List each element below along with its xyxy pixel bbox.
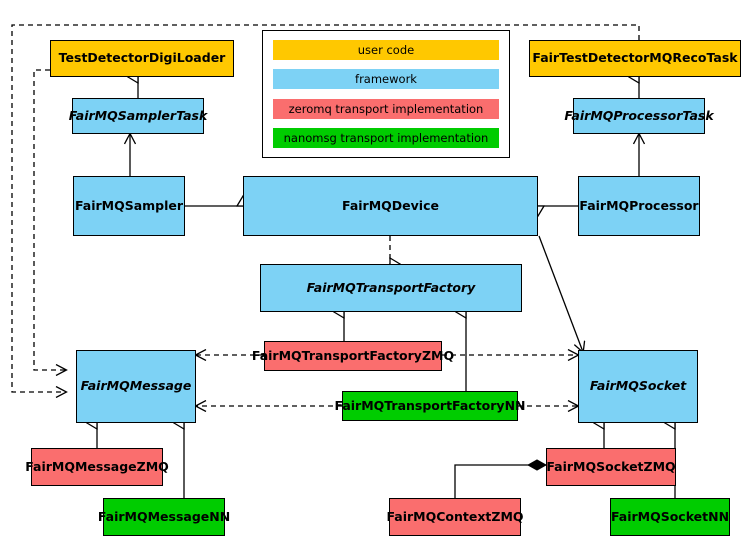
node-fairmq-message-zmq[interactable]: FairMQMessageZMQ xyxy=(25,448,169,486)
node-label: FairMQSampler xyxy=(74,197,184,213)
node-fairmq-message-nn[interactable]: FairMQMessageNN xyxy=(98,498,230,536)
edge-dependency-digiloader-message xyxy=(33,69,66,370)
node-test-detector-digi-loader[interactable]: TestDetectorDigiLoader xyxy=(50,40,234,77)
node-label: FairMQMessageZMQ xyxy=(25,458,169,474)
node-label: FairMQDevice xyxy=(342,197,439,213)
legend-item-usercode: user code xyxy=(273,40,499,60)
node-label: FairMQSamplerTask xyxy=(68,107,208,123)
edge-composition-socketzmq-contextzmq xyxy=(454,465,546,498)
node-label: TestDetectorDigiLoader xyxy=(58,50,226,66)
node-fairmq-transport-factory-zmq[interactable]: FairMQTransportFactoryZMQ xyxy=(252,341,454,371)
node-label: FairMQMessageNN xyxy=(97,508,231,524)
node-fairmq-processor-task[interactable]: FairMQProcessorTask xyxy=(564,98,714,134)
node-fairmq-sampler-task[interactable]: FairMQSamplerTask xyxy=(69,98,207,134)
node-fairmq-transport-factory[interactable]: FairMQTransportFactory xyxy=(260,264,522,312)
legend-panel: user code framework zeromq transport imp… xyxy=(262,30,510,158)
node-label: FairMQProcessorTask xyxy=(564,107,714,123)
edge-association-device-socket xyxy=(538,235,583,352)
node-fair-test-detector-mq-reco-task[interactable]: FairTestDetectorMQRecoTask xyxy=(529,40,741,77)
node-label: FairTestDetectorMQRecoTask xyxy=(532,50,738,66)
node-label: FairMQTransportFactoryNN xyxy=(334,397,526,413)
node-label: FairMQContextZMQ xyxy=(386,508,524,524)
node-label: FairMQMessage xyxy=(80,378,192,394)
legend-item-zmq: zeromq transport implementation xyxy=(273,98,499,119)
node-label: FairMQSocketNN xyxy=(610,508,730,524)
node-fairmq-socket[interactable]: FairMQSocket xyxy=(578,350,698,423)
node-fairmq-socket-nn[interactable]: FairMQSocketNN xyxy=(610,498,730,536)
legend-label: zeromq transport implementation xyxy=(288,101,484,116)
legend-item-framework: framework xyxy=(273,69,499,90)
node-label: FairMQProcessor xyxy=(579,197,699,213)
legend-label: framework xyxy=(355,72,417,87)
legend-label: user code xyxy=(357,43,415,57)
node-fairmq-transport-factory-nn[interactable]: FairMQTransportFactoryNN xyxy=(335,391,526,421)
node-label: FairMQTransportFactory xyxy=(306,279,476,295)
node-fairmq-device[interactable]: FairMQDevice xyxy=(243,176,538,236)
node-label: FairMQSocketZMQ xyxy=(546,458,676,474)
node-label: FairMQTransportFactoryZMQ xyxy=(251,347,455,363)
node-fairmq-socket-zmq[interactable]: FairMQSocketZMQ xyxy=(546,448,676,486)
node-label: FairMQSocket xyxy=(589,378,687,394)
node-fairmq-context-zmq[interactable]: FairMQContextZMQ xyxy=(386,498,524,536)
node-fairmq-sampler[interactable]: FairMQSampler xyxy=(73,176,185,236)
legend-label: nanomsg transport implementation xyxy=(283,130,489,145)
edge-dependency-recotask-message xyxy=(11,24,640,392)
node-fairmq-processor[interactable]: FairMQProcessor xyxy=(578,176,700,236)
node-fairmq-message[interactable]: FairMQMessage xyxy=(76,350,196,423)
legend-item-nanomsg: nanomsg transport implementation xyxy=(273,127,499,148)
